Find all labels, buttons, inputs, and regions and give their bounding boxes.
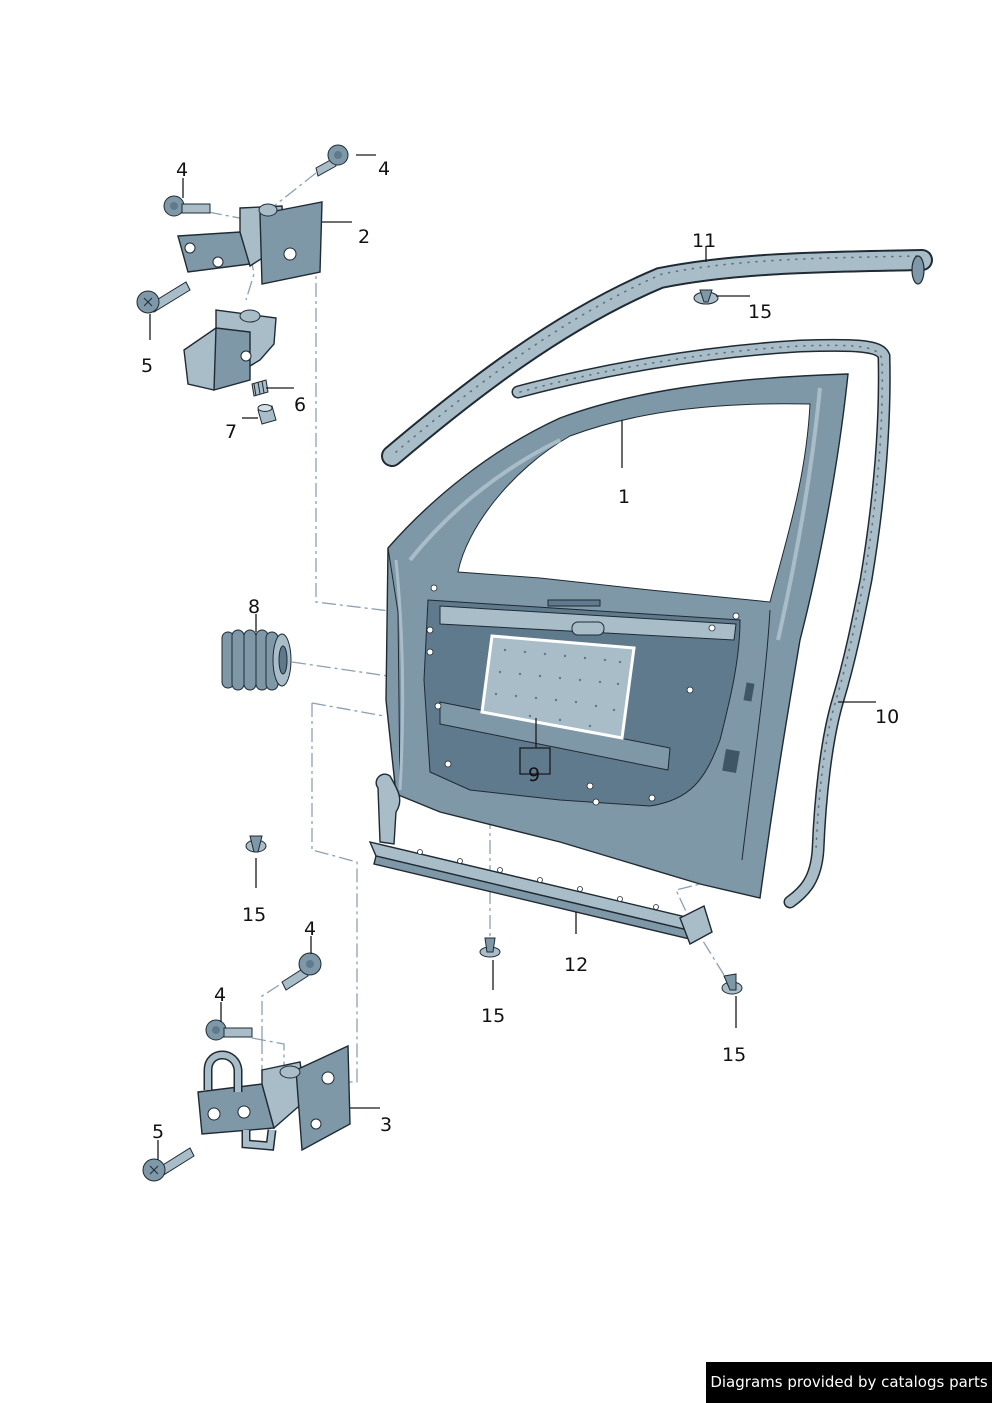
callout-15: 15 xyxy=(748,301,772,323)
lower-door-hinge[interactable] xyxy=(197,1044,351,1152)
bolt-icon xyxy=(315,144,349,177)
clip-icon xyxy=(245,835,267,853)
callout-3: 3 xyxy=(380,1114,392,1136)
callout-labels: 1 2 3 4 4 4 4 5 5 6 7 8 9 10 11 12 15 15… xyxy=(141,158,899,1143)
door-perimeter-seal[interactable] xyxy=(511,338,891,909)
upper-hinge-body[interactable] xyxy=(183,309,277,391)
callout-4: 4 xyxy=(304,918,316,940)
callout-15: 15 xyxy=(722,1044,746,1066)
insulation-pad[interactable] xyxy=(480,634,636,740)
hinge-spring-pin[interactable] xyxy=(251,379,269,397)
bolt-icon xyxy=(281,952,322,991)
callout-15: 15 xyxy=(481,1005,505,1027)
callout-5: 5 xyxy=(141,355,153,377)
trim-clips[interactable] xyxy=(245,289,743,995)
screw-icon xyxy=(136,281,191,314)
clip-icon xyxy=(693,289,719,305)
callout-12: 12 xyxy=(564,954,588,976)
callout-15: 15 xyxy=(242,904,266,926)
callout-9: 9 xyxy=(528,764,540,786)
door-shell[interactable] xyxy=(385,373,849,899)
cable-grommet[interactable] xyxy=(221,629,292,691)
clip-icon xyxy=(479,937,501,958)
screw-icon xyxy=(142,1147,195,1182)
callout-7: 7 xyxy=(225,421,237,443)
callout-2: 2 xyxy=(358,226,370,248)
bolt-icon xyxy=(205,1019,253,1041)
bolt-icon xyxy=(163,195,211,217)
upper-door-hinge[interactable] xyxy=(177,201,323,285)
callout-6: 6 xyxy=(294,394,306,416)
leader-lines xyxy=(149,154,876,1160)
callout-11: 11 xyxy=(692,230,716,252)
hinge-bush[interactable] xyxy=(257,404,277,425)
callout-8: 8 xyxy=(248,596,260,618)
callout-4: 4 xyxy=(378,158,390,180)
diagram-credit-banner: Diagrams provided by catalogs parts xyxy=(706,1362,992,1403)
hinge-bolts[interactable] xyxy=(136,144,349,1182)
callout-4: 4 xyxy=(214,984,226,1006)
clip-icon xyxy=(721,973,743,995)
callout-1: 1 xyxy=(618,486,630,508)
callout-4: 4 xyxy=(176,159,188,181)
window-channel-seal[interactable] xyxy=(381,249,933,467)
callout-10: 10 xyxy=(875,706,899,728)
sill-trim-strip[interactable] xyxy=(368,773,713,945)
callout-5: 5 xyxy=(152,1121,164,1143)
